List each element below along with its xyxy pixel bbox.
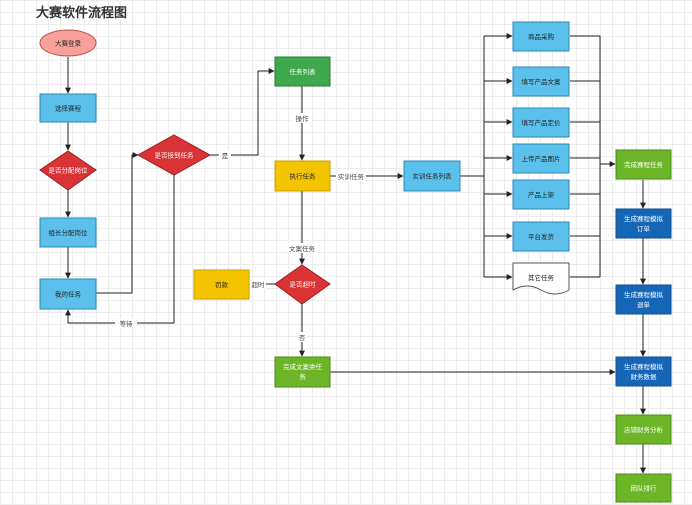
svg-text:店铺财务分析: 店铺财务分析 — [624, 425, 664, 434]
edge-label-operate: 操作 — [296, 114, 310, 123]
edge-label-training: 实训任务 — [338, 172, 365, 181]
svg-text:退单: 退单 — [637, 300, 651, 309]
edge-label-yes: 是 — [222, 152, 229, 160]
node-complete-course[interactable]: 完成赛程任务 — [615, 149, 672, 180]
node-my-tasks[interactable]: 我的任务 — [39, 278, 97, 310]
svg-text:订单: 订单 — [637, 224, 651, 233]
svg-text:其它任务: 其它任务 — [528, 273, 555, 282]
svg-text:上传产品图片: 上传产品图片 — [522, 154, 561, 163]
svg-text:是否分配岗位: 是否分配岗位 — [49, 166, 89, 175]
node-task-list[interactable]: 任务列表 — [274, 56, 331, 87]
svg-text:是否超时: 是否超时 — [290, 280, 317, 289]
node-assign-decision[interactable]: 是否分配岗位 — [39, 150, 97, 191]
svg-text:平台发货: 平台发货 — [528, 232, 555, 241]
svg-text:执行任务: 执行任务 — [290, 172, 317, 181]
node-training-list[interactable]: 实训任务列表 — [403, 160, 461, 192]
node-copywriting[interactable]: 填写产品文案 — [512, 66, 570, 97]
node-purchase[interactable]: 商品采购 — [512, 21, 570, 52]
edge-taskq-tasklist — [210, 68, 275, 156]
svg-text:务: 务 — [299, 372, 306, 381]
connectors — [65, 33, 646, 474]
node-leader-assign[interactable]: 组长分配岗位 — [39, 217, 97, 248]
svg-text:填写产品文案: 填写产品文案 — [522, 77, 562, 86]
svg-text:生成赛程模拟: 生成赛程模拟 — [624, 362, 664, 371]
node-gen-return[interactable]: 生成赛程模拟 退单 — [615, 284, 672, 315]
node-team-rank[interactable]: 团队排行 — [615, 473, 672, 503]
svg-text:罚款: 罚款 — [215, 280, 229, 289]
edge-collect — [570, 35, 615, 278]
svg-text:任务列表: 任务列表 — [290, 67, 317, 76]
node-listing[interactable]: 产品上架 — [512, 179, 570, 210]
node-timeout-decision[interactable]: 是否超时 — [274, 264, 331, 305]
svg-text:大赛登录: 大赛登录 — [55, 39, 82, 48]
svg-text:完成赛程任务: 完成赛程任务 — [624, 160, 664, 169]
svg-text:商品采购: 商品采购 — [528, 32, 555, 41]
node-fine[interactable]: 罚款 — [193, 269, 250, 300]
node-pricing[interactable]: 填写产品定价 — [512, 107, 570, 138]
edge-label-timeout: 超时 — [252, 280, 266, 289]
edge-training-fan — [460, 35, 496, 278]
node-task-decision[interactable]: 是否接到任务 — [136, 134, 212, 176]
svg-text:我的任务: 我的任务 — [55, 290, 82, 299]
svg-text:实训任务列表: 实训任务列表 — [413, 172, 453, 181]
node-upload-image[interactable]: 上传产品图片 — [512, 143, 570, 174]
svg-text:生成赛程模拟: 生成赛程模拟 — [624, 290, 664, 299]
svg-text:选择赛程: 选择赛程 — [55, 104, 82, 113]
svg-text:产品上架: 产品上架 — [528, 190, 555, 199]
node-platform-ship[interactable]: 平台发货 — [512, 221, 570, 252]
edge-label-doc: 文案任务 — [289, 244, 316, 253]
edge-label-wait: 等待 — [120, 319, 134, 328]
svg-text:财务数据: 财务数据 — [631, 372, 658, 381]
svg-text:完成文案类任: 完成文案类任 — [283, 362, 323, 371]
node-select-course[interactable]: 选择赛程 — [39, 93, 97, 123]
svg-text:组长分配岗位: 组长分配岗位 — [49, 228, 89, 237]
node-gen-order[interactable]: 生成赛程模拟 订单 — [615, 208, 672, 239]
page-title: 大赛软件流程图 — [36, 6, 128, 21]
node-other-tasks[interactable]: 其它任务 — [512, 262, 570, 295]
node-doc-done[interactable]: 完成文案类任 务 — [274, 356, 331, 388]
edge-labels: 是 等待 操作 实训任务 文案任务 超时 否 — [115, 113, 366, 342]
svg-text:是否接到任务: 是否接到任务 — [155, 151, 195, 160]
svg-text:生成赛程模拟: 生成赛程模拟 — [624, 214, 664, 223]
svg-text:团队排行: 团队排行 — [631, 484, 658, 493]
edge-label-no: 否 — [299, 334, 306, 342]
svg-text:填写产品定价: 填写产品定价 — [522, 118, 562, 127]
node-gen-finance[interactable]: 生成赛程模拟 财务数据 — [615, 356, 672, 387]
node-execute-task[interactable]: 执行任务 — [274, 160, 331, 192]
edge-mytasks-taskq — [96, 152, 139, 294]
node-store-finance[interactable]: 店铺财务分析 — [615, 414, 672, 445]
node-start[interactable]: 大赛登录 — [39, 29, 97, 57]
